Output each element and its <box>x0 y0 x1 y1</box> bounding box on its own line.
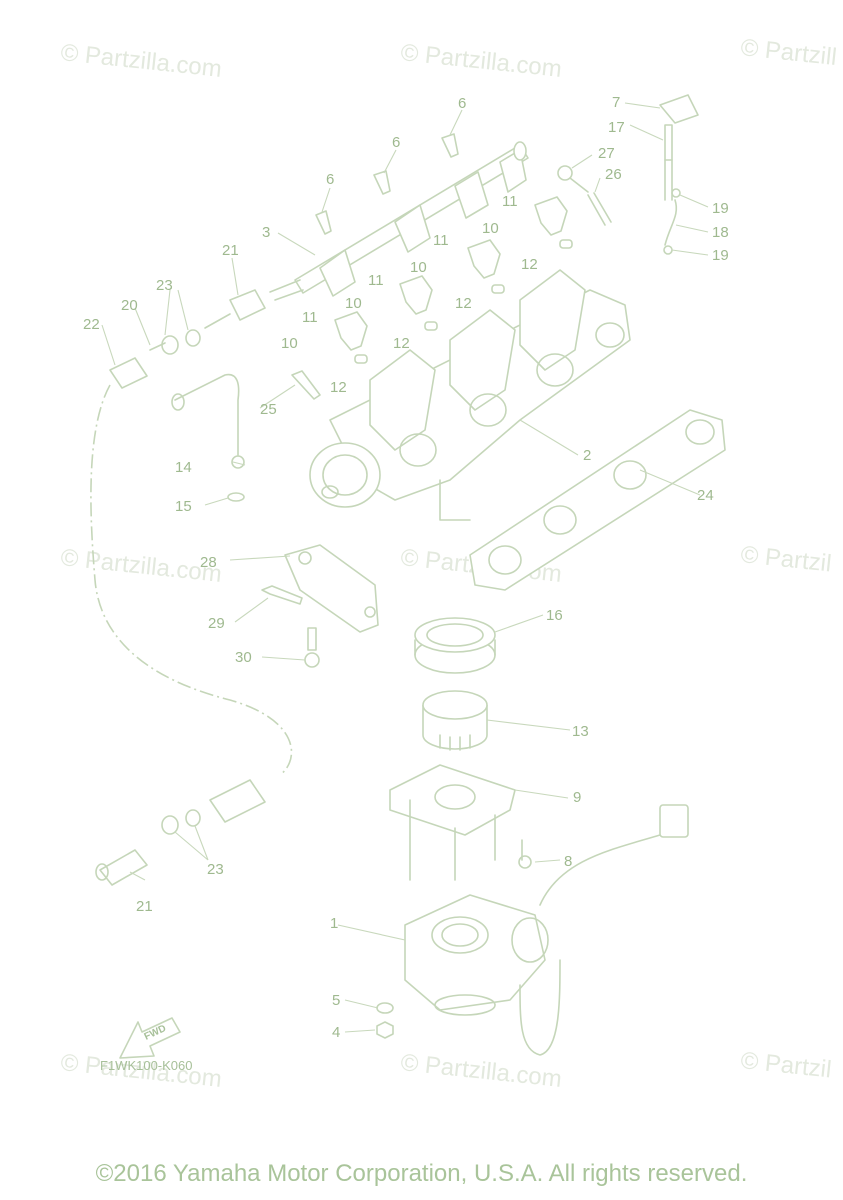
throttle-gasket-part <box>389 764 516 881</box>
callout-26: 26 <box>605 166 622 183</box>
callout-12d: 12 <box>521 256 538 273</box>
callout-9: 9 <box>573 789 581 806</box>
callout-16: 16 <box>546 607 563 624</box>
throttle-body-part <box>404 804 689 1056</box>
callout-19b: 19 <box>712 247 729 264</box>
fuel-pipe-part <box>171 373 245 502</box>
callout-21b: 21 <box>136 898 153 915</box>
callout-21a: 21 <box>222 242 239 259</box>
vacuum-hose <box>90 384 293 776</box>
callout-2: 2 <box>583 447 591 464</box>
callout-10d: 10 <box>482 220 499 237</box>
callout-23b: 23 <box>207 861 224 878</box>
watermark: © Partzilla.com <box>399 1049 563 1093</box>
callout-labels: 1 2 3 4 5 6 6 6 7 8 9 10 10 10 10 11 11 … <box>83 94 729 1041</box>
bolt-25 <box>291 370 321 400</box>
callout-6a: 6 <box>326 171 334 188</box>
watermark: © Partzill <box>739 34 838 71</box>
copyright-notice: ©2016 Yamaha Motor Corporation, U.S.A. A… <box>95 1160 748 1187</box>
diagram-reference-code: F1WK100-K060 <box>100 1058 193 1073</box>
watermark: © Partzil <box>739 541 832 577</box>
studs-part <box>557 165 612 226</box>
callout-13: 13 <box>572 723 589 740</box>
callout-15: 15 <box>175 498 192 515</box>
callout-11b: 11 <box>368 272 384 289</box>
fuel-injectors <box>334 196 573 364</box>
callout-12c: 12 <box>455 295 472 312</box>
watermark: © Partzilla.com <box>399 39 563 83</box>
watermark: © Partzilla.com <box>59 544 223 588</box>
callout-17: 17 <box>608 119 625 136</box>
callout-24: 24 <box>697 487 714 504</box>
callout-1: 1 <box>330 915 338 932</box>
callout-29: 29 <box>208 615 225 632</box>
bracket-part <box>261 544 379 668</box>
callout-28: 28 <box>200 554 217 571</box>
callout-10b: 10 <box>345 295 362 312</box>
callout-7: 7 <box>612 94 620 111</box>
callout-5: 5 <box>332 992 340 1009</box>
callout-25: 25 <box>260 401 277 418</box>
callout-12b: 12 <box>393 335 410 352</box>
callout-22: 22 <box>83 316 100 333</box>
callout-10a: 10 <box>281 335 298 352</box>
intake-manifold-part <box>309 269 631 521</box>
lower-sensor-group <box>95 779 266 886</box>
callout-23a: 23 <box>156 277 173 294</box>
upper-sensor-group <box>109 289 266 389</box>
callout-20: 20 <box>121 297 138 314</box>
watermark: © Partzil <box>739 1047 832 1083</box>
callout-3: 3 <box>262 224 270 241</box>
map-sensor-part <box>659 94 699 255</box>
callout-14: 14 <box>175 459 192 476</box>
callout-8: 8 <box>564 853 572 870</box>
watermark: © Partzilla.com <box>59 39 223 83</box>
callout-11c: 11 <box>433 232 449 249</box>
leader-lines <box>101 102 709 1033</box>
fuel-rail-part <box>269 141 529 301</box>
fwd-arrow-icon: FWD <box>119 1017 181 1059</box>
callout-18: 18 <box>712 224 729 241</box>
callout-30: 30 <box>235 649 252 666</box>
callout-4: 4 <box>332 1024 340 1041</box>
callout-11d: 11 <box>502 193 518 210</box>
manifold-gasket-part <box>469 409 726 591</box>
callout-12a: 12 <box>330 379 347 396</box>
callout-6c: 6 <box>458 95 466 112</box>
callout-19a: 19 <box>712 200 729 217</box>
callout-27: 27 <box>598 145 615 162</box>
callout-10c: 10 <box>410 259 427 276</box>
rubber-joint-part <box>414 617 496 674</box>
flame-arrester-part <box>422 690 488 751</box>
rail-bolts <box>315 133 459 235</box>
callout-6b: 6 <box>392 134 400 151</box>
callout-11a: 11 <box>302 309 318 326</box>
